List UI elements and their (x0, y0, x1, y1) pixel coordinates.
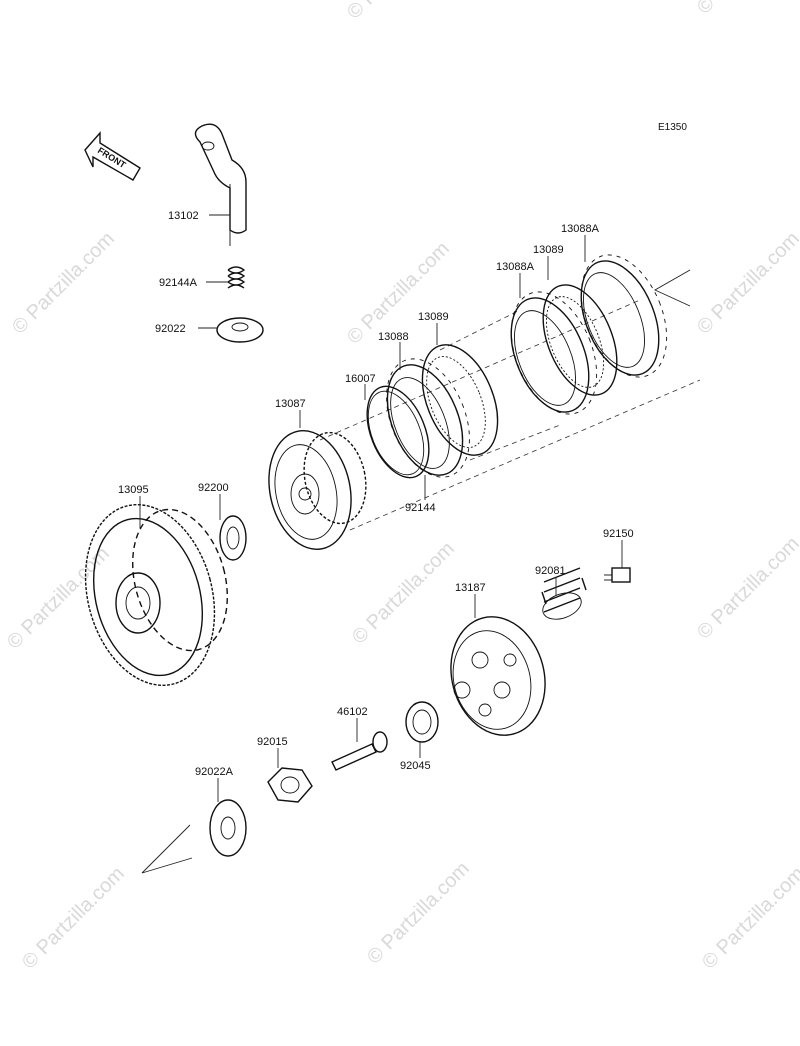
bolt-92150 (604, 567, 631, 583)
label-92150[interactable]: 92150 (603, 528, 634, 540)
explode-line-stack-bottom (469, 424, 561, 461)
label-13089-rear[interactable]: 13089 (533, 244, 564, 256)
label-13095[interactable]: 13095 (118, 484, 149, 496)
pressure-plate-13187 (450, 616, 546, 736)
watermark-bottom-center: © Partzilla.com (363, 858, 474, 969)
push-rod-46102 (331, 731, 388, 771)
explode-line-lower (349, 379, 701, 531)
watermark-very-top-center: © Partzilla.com (343, 0, 454, 24)
washer-92022A (209, 799, 247, 857)
label-92144A[interactable]: 92144A (159, 277, 198, 289)
friction-plate-13088A-rear (580, 254, 668, 378)
label-13089-front[interactable]: 13089 (418, 311, 449, 323)
label-13102[interactable]: 13102 (168, 210, 199, 222)
label-92015[interactable]: 92015 (257, 736, 288, 748)
washer-92200 (219, 515, 247, 561)
group-arrow-right (654, 269, 691, 307)
watermark-bottom-left: © Partzilla.com (18, 863, 129, 974)
watermark-top-right: © Partzilla.com (693, 228, 800, 339)
watermark-mid-center: © Partzilla.com (348, 538, 459, 649)
wire-ring-16007 (366, 385, 430, 479)
label-92081[interactable]: 92081 (535, 565, 566, 577)
watermark-top-left: © Partzilla.com (8, 228, 119, 339)
explode-line-stack-top (439, 309, 521, 351)
label-92045[interactable]: 92045 (400, 760, 431, 772)
watermark-bottom-right: © Partzilla.com (698, 863, 800, 974)
watermark-mid-right: © Partzilla.com (693, 533, 800, 644)
friction-plate-13088A-front (510, 291, 598, 415)
explode-line-upper (319, 299, 641, 441)
label-16007[interactable]: 16007 (345, 373, 376, 385)
spring-92144A (227, 266, 246, 289)
label-13187[interactable]: 13187 (455, 582, 486, 594)
label-92022[interactable]: 92022 (155, 323, 186, 335)
bearing-92045 (405, 701, 439, 743)
spring-92081 (541, 567, 587, 620)
watermark-very-top-right: © Partzilla.com (693, 0, 800, 19)
front-arrow-icon: FRONT (84, 131, 141, 181)
label-13088A-rear[interactable]: 13088A (561, 223, 600, 235)
clutch-hub-13087 (268, 430, 367, 550)
label-46102[interactable]: 46102 (337, 706, 368, 718)
group-arrow-lower-left (141, 824, 193, 874)
label-13088A-front[interactable]: 13088A (496, 261, 535, 273)
clutch-release-lever-13102 (194, 123, 247, 246)
label-92200[interactable]: 92200 (198, 482, 229, 494)
label-92144[interactable]: 92144 (405, 502, 436, 514)
washer-92022 (216, 317, 264, 343)
watermark-mid-left: © Partzilla.com (3, 543, 114, 654)
label-13088[interactable]: 13088 (378, 331, 409, 343)
clutch-housing-13095 (84, 503, 228, 687)
front-arrow-label: FRONT (96, 145, 128, 170)
friction-plate-13088 (386, 358, 470, 478)
diagram-code: E1350 (658, 122, 687, 133)
label-13087[interactable]: 13087 (275, 398, 306, 410)
nut-92015 (267, 767, 313, 803)
label-92022A[interactable]: 92022A (195, 766, 234, 778)
steel-plate-13089-front (421, 344, 499, 456)
